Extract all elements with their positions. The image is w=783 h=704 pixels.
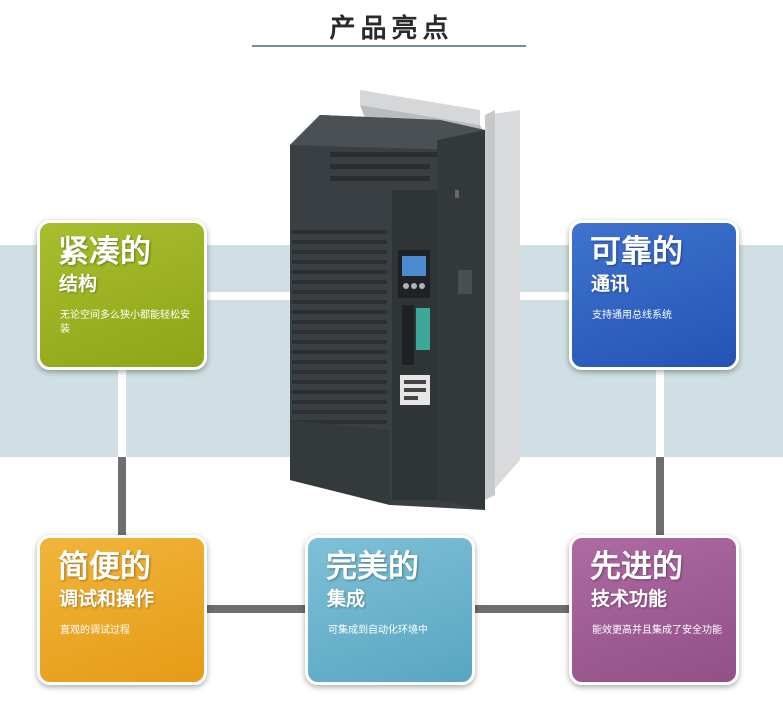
card-title: 简便的 bbox=[58, 549, 151, 585]
connector-right-vertical-white bbox=[656, 368, 664, 458]
card-title: 紧凑的 bbox=[58, 234, 151, 270]
inverter-device-image bbox=[290, 90, 520, 510]
card-advanced-technology: 先进的 技术功能 能效更高并且集成了安全功能 bbox=[569, 535, 739, 685]
card-title: 完美的 bbox=[326, 549, 419, 585]
card-subtitle: 集成 bbox=[327, 588, 366, 610]
card-subtitle: 结构 bbox=[59, 273, 98, 295]
card-reliable-communication: 可靠的 通讯 支持通用总线系统 bbox=[569, 220, 739, 370]
page-title: 产品亮点 bbox=[329, 14, 454, 44]
card-description: 可集成到自动化环境中 bbox=[328, 625, 428, 636]
title-underline bbox=[252, 45, 526, 47]
connector-left-vertical-white bbox=[118, 368, 126, 458]
card-subtitle: 通讯 bbox=[591, 273, 630, 295]
card-description: 能效更高并且集成了安全功能 bbox=[592, 625, 722, 636]
connector-bottom-left bbox=[205, 605, 310, 613]
connector-green-horizontal bbox=[205, 292, 300, 300]
connector-blue-horizontal bbox=[490, 292, 575, 300]
card-easy-commissioning: 简便的 调试和操作 直观的调试过程 bbox=[37, 535, 207, 685]
card-compact-structure: 紧凑的 结构 无论空间多么狭小都能轻松安装 bbox=[37, 220, 207, 370]
card-title: 可靠的 bbox=[590, 234, 683, 270]
card-subtitle: 调试和操作 bbox=[59, 588, 155, 610]
card-description: 直观的调试过程 bbox=[60, 625, 130, 636]
connector-right-vertical-gray bbox=[656, 457, 664, 539]
card-title: 先进的 bbox=[590, 549, 683, 585]
card-description: 支持通用总线系统 bbox=[592, 310, 672, 321]
connector-bottom-right bbox=[472, 605, 574, 613]
card-description: 无论空间多么狭小都能轻松安装 bbox=[60, 310, 190, 335]
card-perfect-integration: 完美的 集成 可集成到自动化环境中 bbox=[305, 535, 475, 685]
card-subtitle: 技术功能 bbox=[591, 588, 668, 610]
connector-left-vertical-gray bbox=[118, 457, 126, 539]
